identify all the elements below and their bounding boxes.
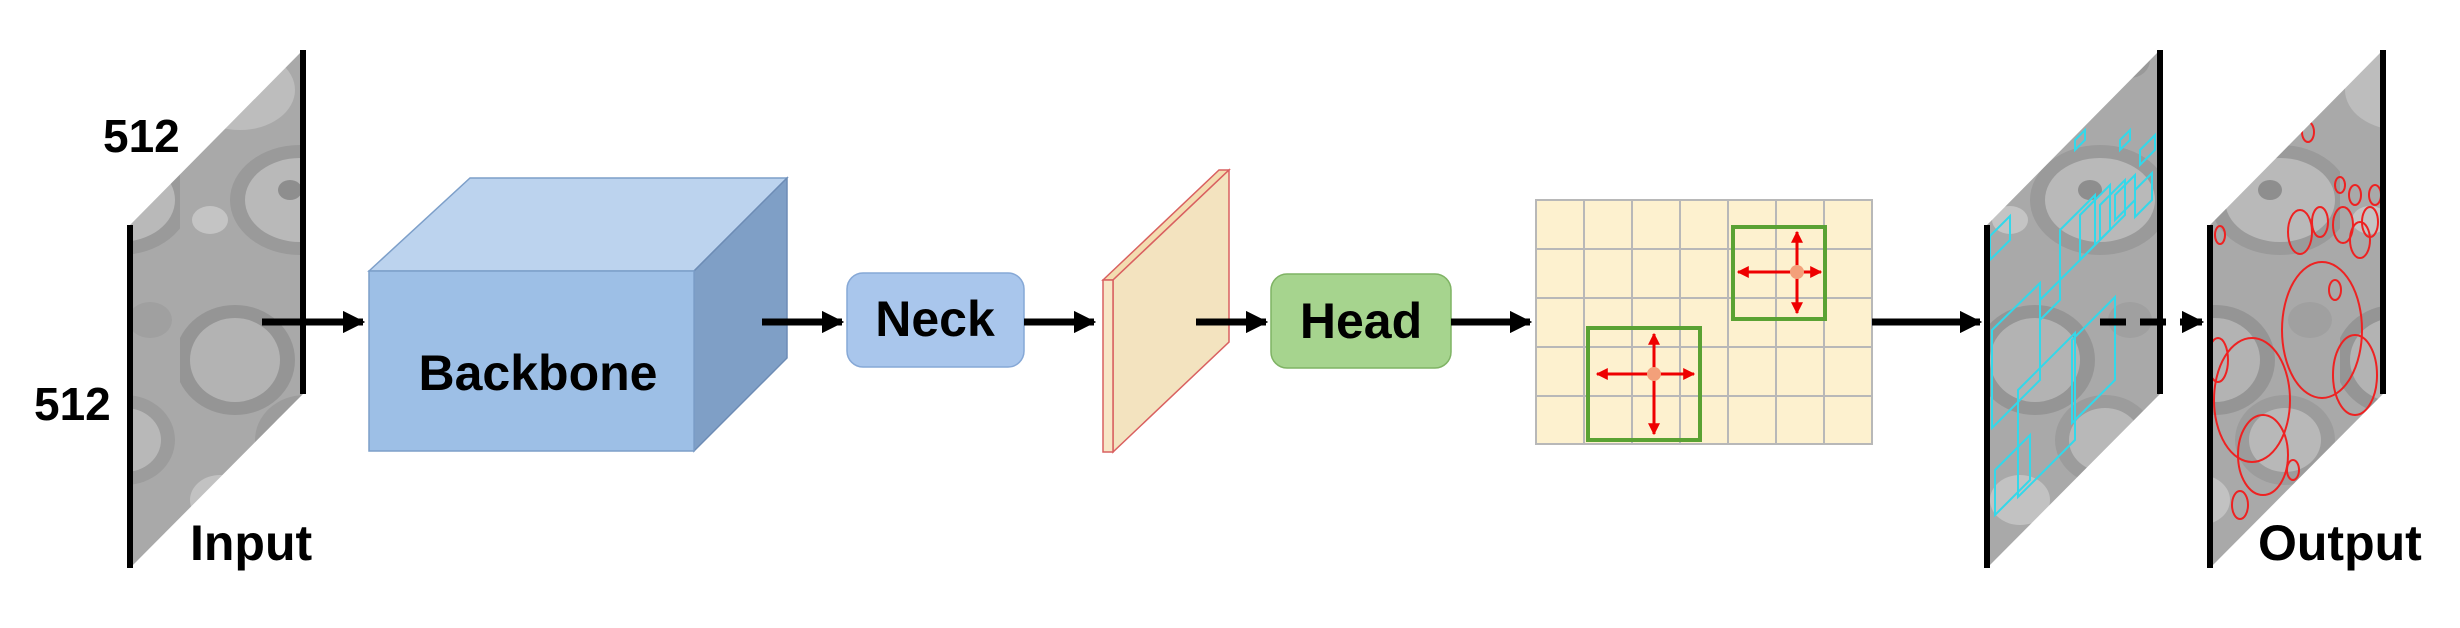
input-label: Input [190, 515, 313, 571]
anchor-box-2 [1731, 225, 1827, 321]
detected-crater-circles [2210, 121, 2382, 520]
backbone-label: Backbone [419, 345, 658, 401]
backbone-block [367, 176, 789, 453]
anchor-center-1 [1647, 367, 1661, 381]
head-label: Head [1300, 293, 1422, 349]
neck-label: Neck [875, 291, 995, 347]
detection-grid [1535, 199, 1873, 445]
predicted-bounding-boxes [1989, 127, 2156, 518]
input-width-label: 512 [34, 378, 111, 430]
feature-map [1101, 168, 1231, 454]
prediction-boxes-image [1984, 50, 2163, 568]
input-height-label: 512 [103, 110, 180, 162]
anchor-box-1 [1586, 326, 1702, 442]
input-image [127, 50, 306, 568]
output-label: Output [2258, 515, 2422, 571]
output-image [2207, 50, 2386, 568]
anchor-center-2 [1790, 265, 1804, 279]
